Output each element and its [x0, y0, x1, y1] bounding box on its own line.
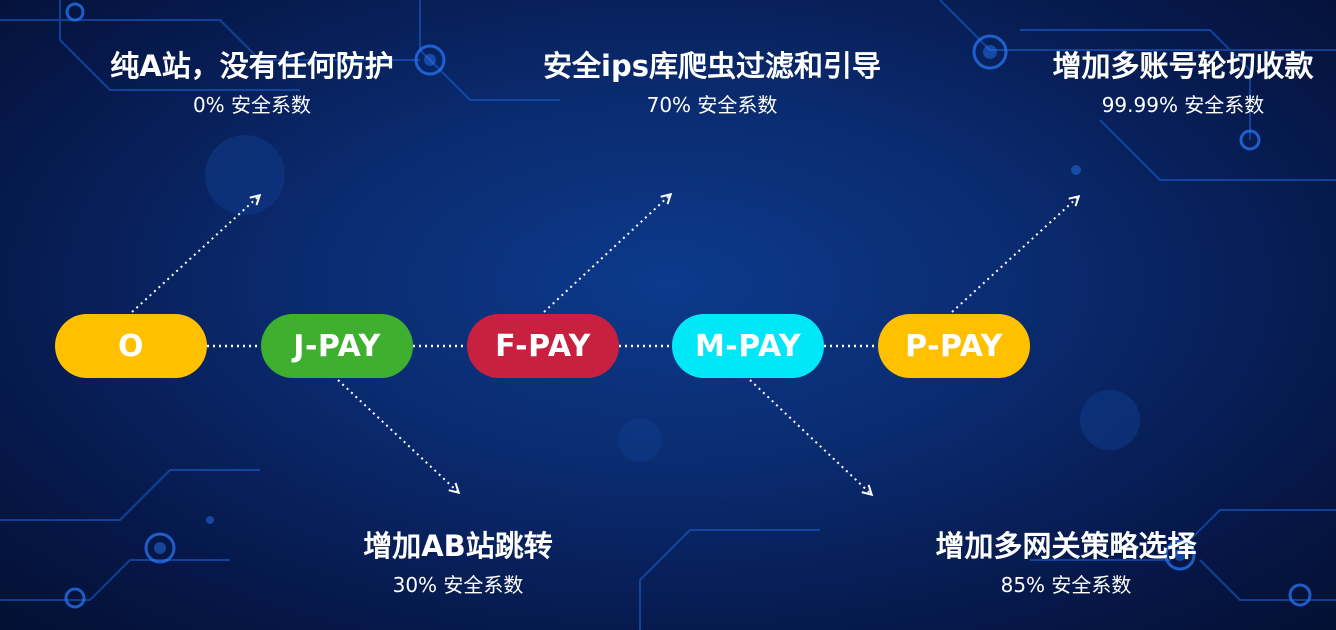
arrow-jpay-down: [337, 379, 458, 492]
caption-j-pay-subtitle: 30% 安全系数: [392, 573, 524, 597]
caption-m-pay: 增加多网关策略选择 85% 安全系数: [886, 528, 1246, 598]
caption-p-pay-subtitle: 99.99% 安全系数: [1101, 93, 1265, 117]
caption-j-pay-title: 增加AB站跳转: [363, 529, 553, 563]
caption-p-pay: 增加多账号轮切收款 99.99% 安全系数: [1003, 48, 1336, 118]
node-j-pay: J-PAY: [261, 314, 413, 378]
node-o-label: O: [117, 328, 144, 364]
node-j-pay-label: J-PAY: [293, 328, 381, 364]
arrow-mpay-down: [749, 379, 871, 494]
node-p-pay: P-PAY: [878, 314, 1030, 378]
caption-f-pay: 安全ips库爬虫过滤和引导 70% 安全系数: [532, 48, 892, 118]
caption-o: 纯A站，没有任何防护 0% 安全系数: [72, 48, 432, 118]
node-f-pay: F-PAY: [467, 314, 619, 378]
node-p-pay-label: P-PAY: [905, 328, 1003, 364]
arrow-o-up: [131, 196, 259, 313]
caption-o-title: 纯A站，没有任何防护: [110, 49, 394, 83]
node-o: O: [55, 314, 207, 378]
caption-o-subtitle: 0% 安全系数: [192, 93, 312, 117]
node-m-pay: M-PAY: [672, 314, 824, 378]
caption-m-pay-subtitle: 85% 安全系数: [1000, 573, 1132, 597]
node-f-pay-label: F-PAY: [495, 328, 591, 364]
caption-f-pay-subtitle: 70% 安全系数: [646, 93, 778, 117]
arrow-ppay-up: [951, 197, 1078, 313]
caption-m-pay-title: 增加多网关策略选择: [935, 529, 1197, 563]
caption-f-pay-title: 安全ips库爬虫过滤和引导: [543, 49, 881, 83]
caption-j-pay: 增加AB站跳转 30% 安全系数: [278, 528, 638, 598]
caption-p-pay-title: 增加多账号轮切收款: [1052, 49, 1314, 83]
arrow-fpay-up: [543, 195, 670, 313]
node-m-pay-label: M-PAY: [694, 328, 802, 364]
